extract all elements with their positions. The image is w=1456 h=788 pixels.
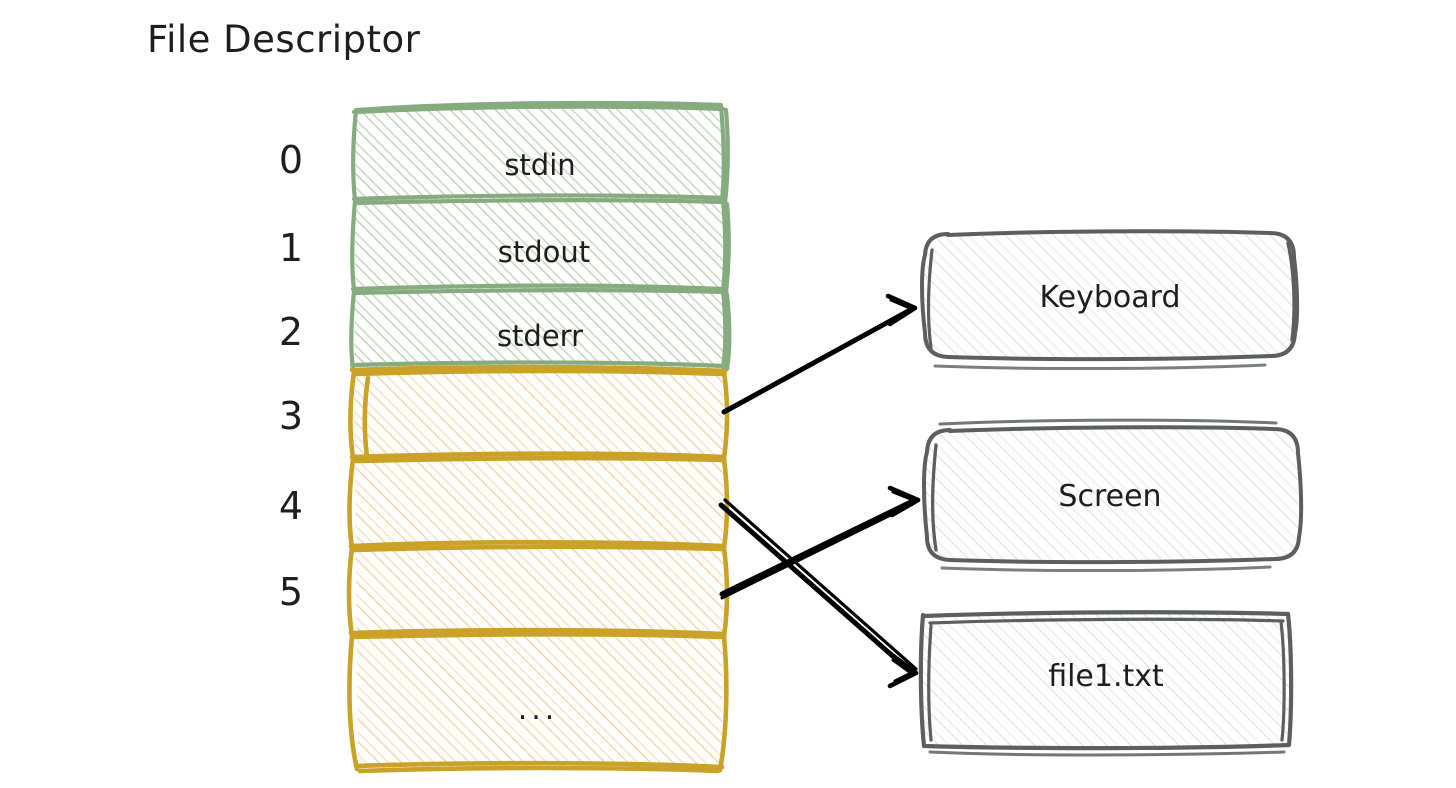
fd-row-ellipsis-outline[interactable] (347, 633, 729, 774)
fd-row-0-outline[interactable] (351, 100, 730, 206)
arrow-fd3-to-keyboard[interactable] (721, 293, 918, 415)
fd-standard-fill (354, 104, 724, 370)
fd-row-3-outline[interactable] (348, 364, 730, 464)
node-file1-shape[interactable] (918, 610, 1294, 757)
arrow-fd5-to-screen[interactable] (719, 485, 921, 600)
fd-row-4-outline[interactable] (347, 456, 730, 553)
fd-user-fill (354, 369, 724, 770)
fd-row-2-outline[interactable] (349, 288, 732, 372)
arrow-fd4-to-file1[interactable] (718, 498, 919, 689)
node-screen-shape[interactable] (922, 418, 1304, 573)
node-keyboard-shape[interactable] (920, 229, 1300, 371)
fd-row-1-outline[interactable] (350, 197, 731, 296)
